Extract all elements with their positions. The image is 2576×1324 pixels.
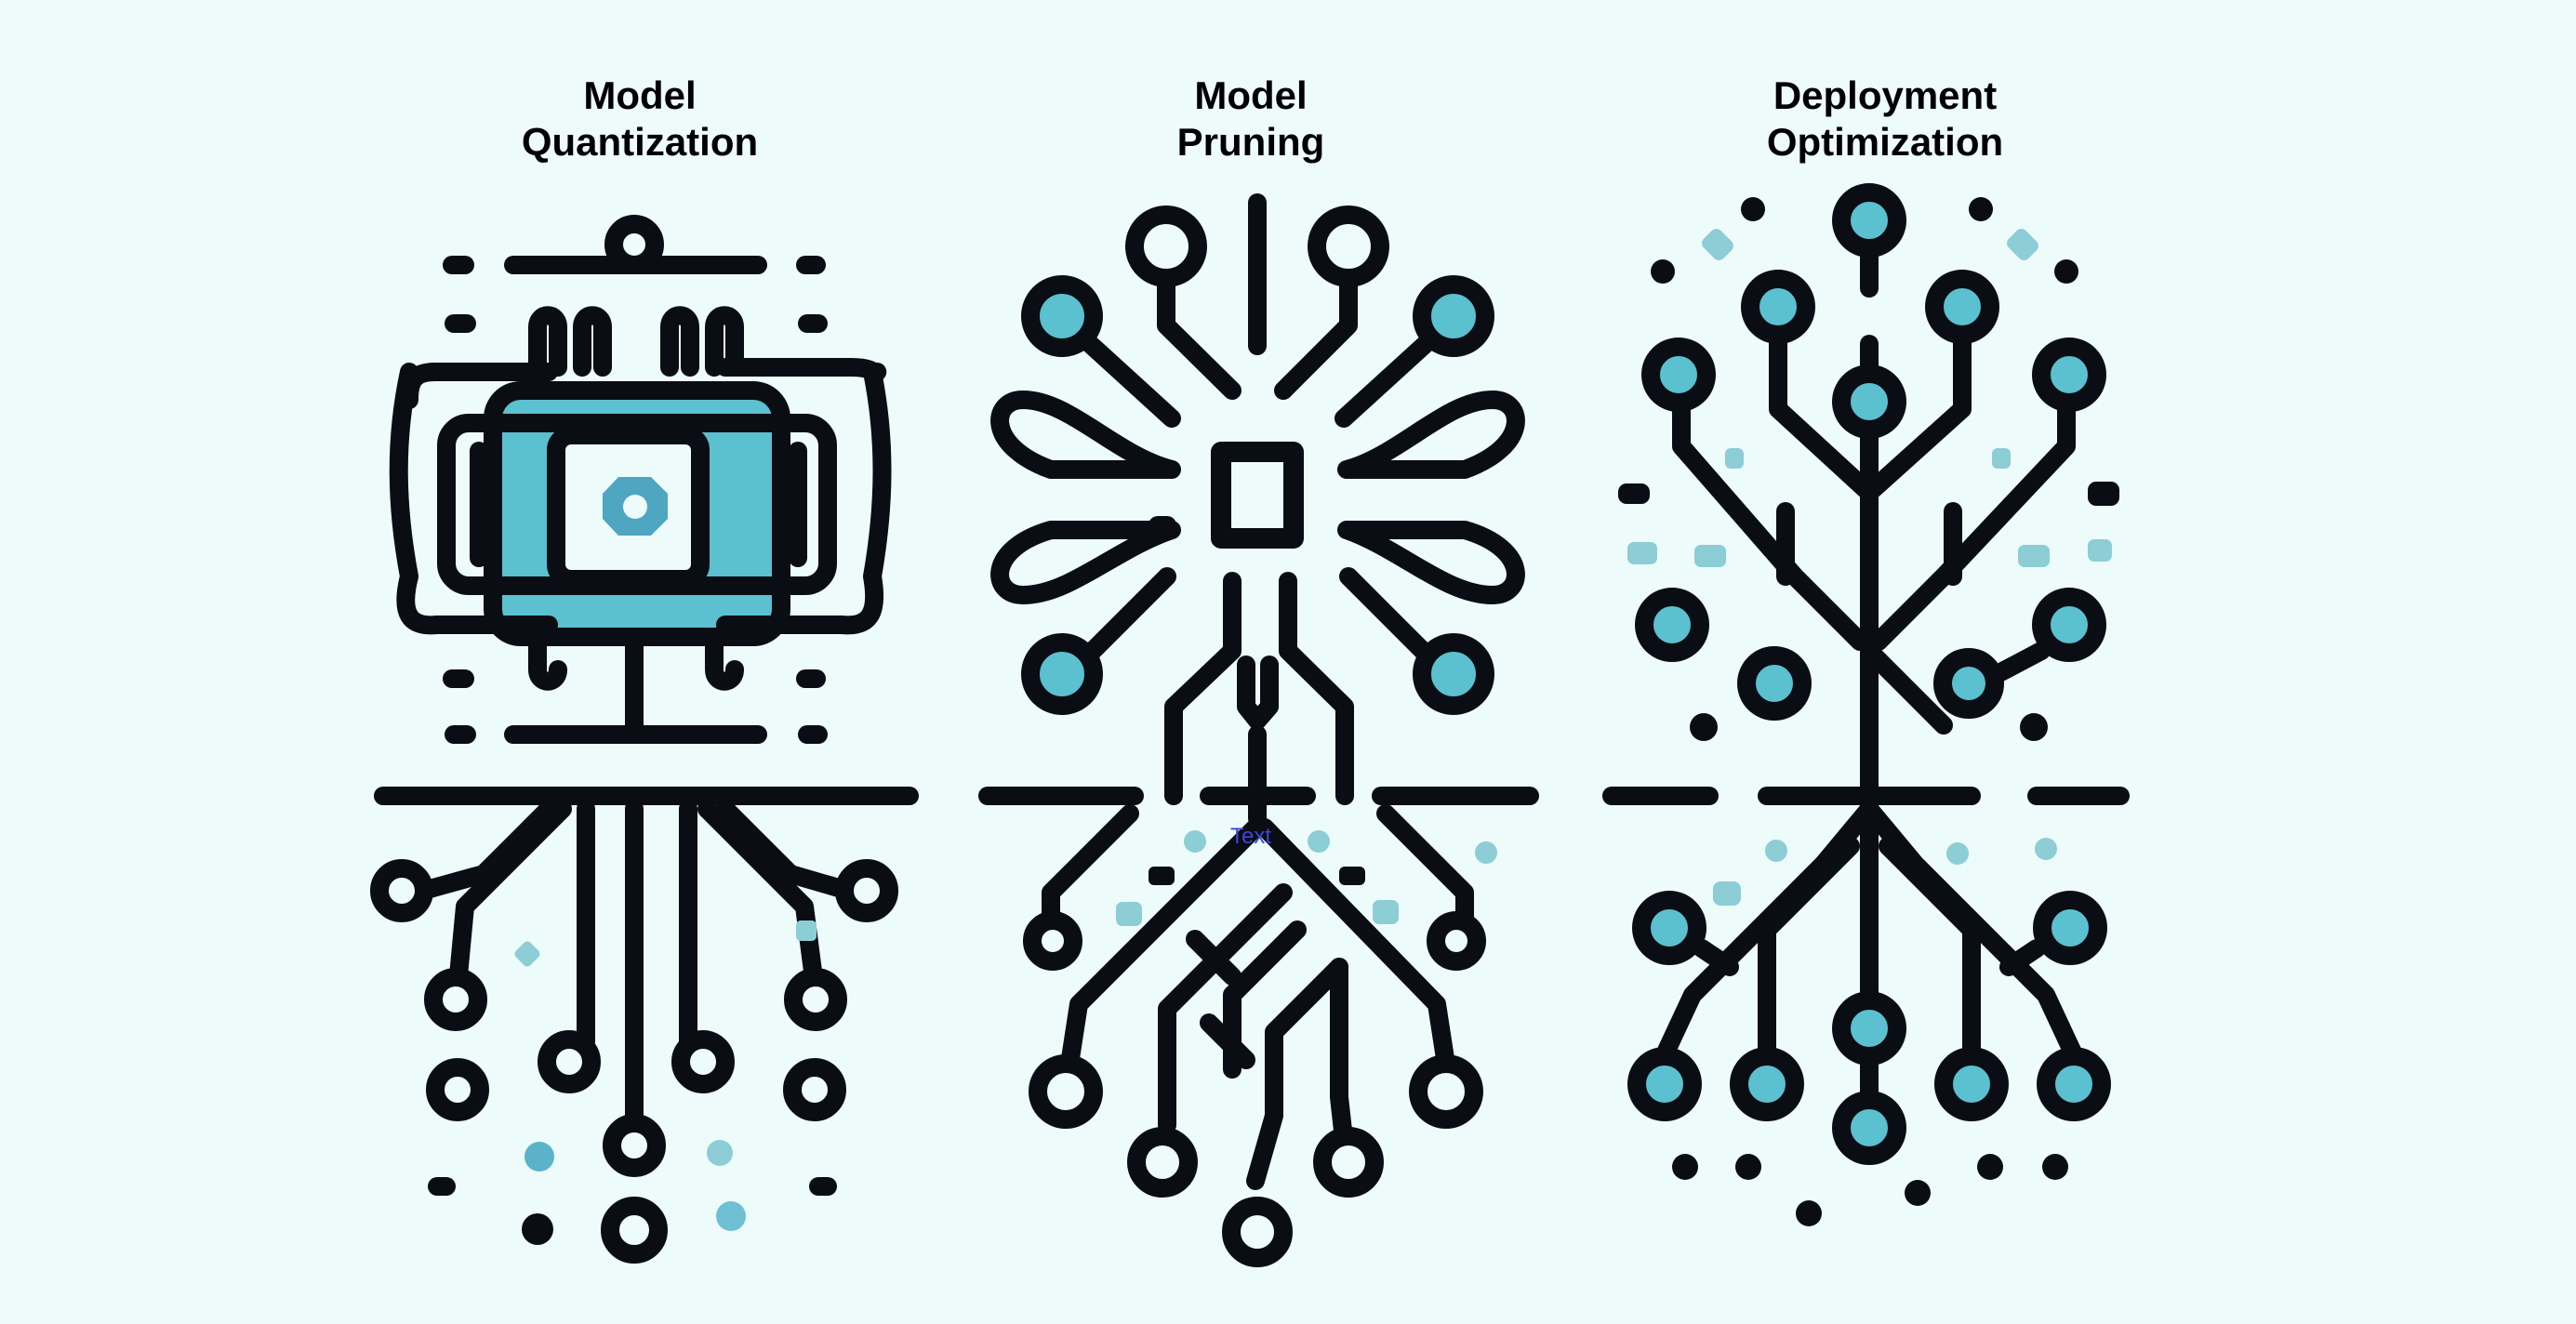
panel-title-deployment-optimization: Deployment Optimization	[1606, 73, 2164, 166]
microchip-circuit-icon	[370, 215, 919, 1264]
chip-core-icon	[514, 477, 817, 1245]
panel-title-model-pruning: Model Pruning	[972, 73, 1530, 166]
panel-title-model-quantization: Model Quantization	[361, 73, 919, 166]
tree-dots	[1618, 197, 2119, 1226]
pruning-fragments	[1047, 301, 1497, 926]
panel-title-line: Model	[1194, 73, 1308, 117]
panel-title-line: Quantization	[521, 120, 759, 164]
panel-title-line: Optimization	[1766, 120, 2004, 164]
panel-title-line: Deployment	[1773, 73, 1998, 117]
panel-title-line: Model	[583, 73, 697, 117]
panel-title-line: Pruning	[1176, 120, 1325, 164]
circuit-tree-icon	[1602, 183, 2130, 1165]
branching-circuit-icon	[978, 193, 1539, 1267]
stray-text-label: Text	[1229, 824, 1271, 849]
